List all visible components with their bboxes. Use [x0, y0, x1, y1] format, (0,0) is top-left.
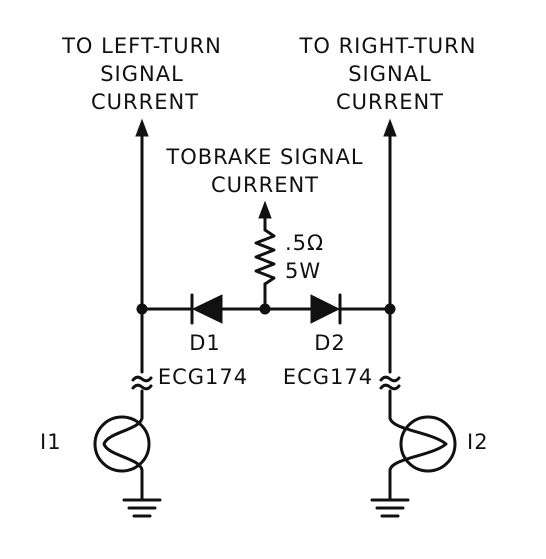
lamp-i2-filament	[388, 416, 448, 472]
lamp2-label: I2	[467, 430, 489, 454]
right-branch	[370, 118, 457, 518]
right-wire-break-lower	[379, 383, 401, 391]
brake-branch	[254, 200, 276, 311]
right-wire-break-upper	[379, 375, 401, 383]
d1-name-label: D1	[189, 331, 221, 355]
lamp-i1-filament	[102, 416, 144, 472]
right-turn-label: TO RIGHT-TURN SIGNAL CURRENT	[299, 34, 477, 114]
d1-part-label: ECG174	[158, 365, 248, 389]
left-branch	[93, 118, 162, 518]
right-turn-label-line2: SIGNAL	[348, 62, 432, 86]
left-wire-break-upper	[131, 375, 153, 383]
left-turn-label: TO LEFT-TURN SIGNAL CURRENT	[61, 34, 222, 114]
brake-label: TOBRAKE SIGNAL CURRENT	[165, 145, 363, 197]
brake-label-line2: CURRENT	[211, 173, 319, 197]
d2-name-label: D2	[314, 331, 346, 355]
diode-d1	[190, 293, 223, 325]
junction-left	[136, 303, 148, 315]
junction-right	[384, 303, 396, 315]
brake-label-line1: TOBRAKE SIGNAL	[165, 145, 363, 169]
resistor-value-label: .5Ω	[285, 231, 324, 255]
diode-d2	[310, 293, 342, 325]
lamp-i2-bulb	[399, 415, 457, 473]
resistor-zigzag	[254, 228, 276, 286]
lamp1-label: I1	[40, 430, 62, 454]
lamp-i1	[93, 415, 151, 473]
left-wire-break-lower	[131, 383, 153, 391]
diode-d1-triangle	[191, 294, 223, 324]
lamp-i2	[388, 415, 457, 473]
left-turn-label-line1: TO LEFT-TURN	[61, 34, 222, 58]
right-turn-label-line3: CURRENT	[336, 90, 444, 114]
lamp-i1-bulb	[93, 415, 151, 473]
diode-d2-triangle	[310, 294, 341, 324]
right-ground-symbol	[370, 498, 410, 518]
left-ground-symbol	[122, 498, 162, 518]
d2-part-label: ECG174	[283, 365, 373, 389]
left-turn-label-line3: CURRENT	[91, 90, 199, 114]
left-turn-label-line2: SIGNAL	[100, 62, 184, 86]
right-turn-label-line1: TO RIGHT-TURN	[299, 34, 477, 58]
resistor-power-label: 5W	[285, 259, 321, 283]
